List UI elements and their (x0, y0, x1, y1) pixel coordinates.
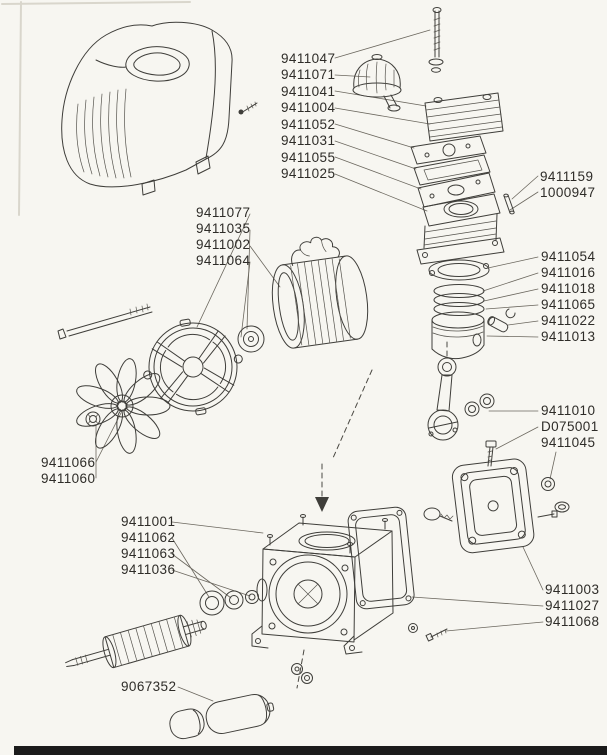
part-label: 9411002 (196, 237, 251, 252)
part-label: 9411064 (196, 253, 251, 268)
head-gasket-illustration (413, 154, 491, 186)
rod-washers-illustration (464, 393, 495, 417)
part-label: 9411004 (281, 100, 336, 115)
part-label: 9411022 (541, 313, 596, 328)
small-screw-illustration (408, 623, 448, 642)
part-label: 9411052 (281, 117, 336, 132)
part-label: 9411003 (545, 582, 600, 597)
small-cylinder-illustration (169, 708, 205, 740)
long-bolt-illustration (57, 303, 153, 340)
air-filter-illustration (352, 54, 402, 112)
part-label: 9411068 (545, 614, 600, 629)
fan-cover-illustration (143, 318, 243, 416)
part-label: 9411066 (41, 455, 96, 470)
crankcase-gasket-illustration (347, 506, 415, 610)
part-label: 1000947 (540, 185, 596, 200)
valve-cover-illustration (451, 458, 535, 554)
connecting-rod-illustration (427, 357, 459, 441)
side-screw-illustration (537, 510, 558, 518)
part-label: D075001 (541, 419, 599, 434)
fan-illustration (76, 358, 171, 454)
reed-valve-illustration (423, 507, 454, 522)
part-label: 9411018 (541, 281, 596, 296)
part-label: 9411062 (121, 530, 176, 545)
piston-illustration (431, 311, 485, 360)
part-label: 9411035 (196, 221, 251, 236)
part-label: 9411071 (281, 67, 336, 82)
part-label: 9411041 (281, 84, 336, 99)
part-label: 9067352 (121, 679, 177, 694)
cylinder-head-illustration (424, 92, 504, 142)
part-label: 9411025 (281, 166, 336, 181)
part-label: 9411045 (541, 435, 596, 450)
scan-artifacts (1, 1, 191, 216)
shaft-seals-illustration (199, 590, 259, 616)
part-label: 9411060 (41, 471, 96, 486)
part-label: 9411001 (121, 514, 176, 529)
part-label: 9411027 (545, 598, 600, 613)
wrist-pin-illustration (487, 308, 516, 333)
part-label: 9411031 (281, 133, 336, 148)
plug-illustration (541, 477, 570, 513)
rotor-illustration (65, 614, 207, 669)
stator-illustration (271, 236, 369, 349)
bearing-illustration (237, 325, 265, 353)
cylinder-illustration (416, 193, 505, 265)
crankcase-illustration (251, 514, 394, 655)
cover-bolt-illustration (485, 440, 497, 467)
part-label: 9411036 (121, 562, 176, 577)
cover-screw-illustration (238, 101, 258, 115)
assembly-arrows (296, 341, 448, 689)
part-label: 9411054 (541, 249, 596, 264)
part-label: 9411159 (540, 169, 594, 184)
capacitor-illustration (205, 693, 275, 735)
part-label: 9411016 (541, 265, 596, 280)
page-edge-bar (14, 746, 607, 755)
valve-plate-illustration (410, 135, 487, 165)
valve-seat-illustration (417, 172, 496, 208)
part-label: 9411010 (541, 403, 596, 418)
dowel-pin-illustration (503, 193, 515, 215)
part-label: 9411077 (196, 205, 251, 220)
part-label: 9411063 (121, 546, 176, 561)
part-label: 9411055 (281, 150, 336, 165)
motor-cover-illustration (61, 21, 233, 196)
cylinder-gasket-illustration (428, 259, 490, 281)
lock-washer-illustration (85, 411, 101, 427)
part-label: 9411065 (541, 297, 596, 312)
part-label: 9411013 (541, 329, 596, 344)
part-label: 9411047 (281, 51, 336, 66)
head-bolt-illustration (428, 7, 444, 73)
small-washers-illustration (291, 663, 313, 684)
piston-rings-illustration (433, 284, 485, 316)
